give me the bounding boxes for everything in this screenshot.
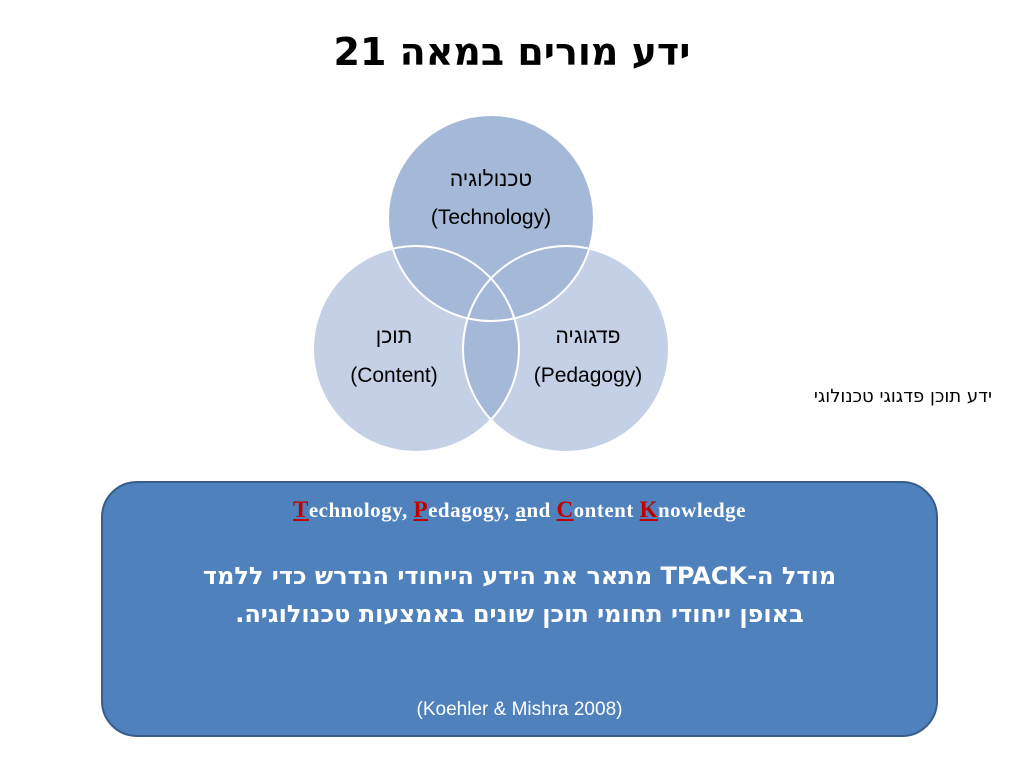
acronym-letter-a: a — [515, 498, 527, 522]
venn-diagram: טכנולוגיה (Technology) תוכן (Content) פד… — [312, 114, 670, 453]
technology-label-en: (Technology) — [431, 206, 551, 229]
description-line-1: מודל ה-TPACK מתאר את הידע הייחודי הנדרש … — [202, 562, 837, 590]
pedagogy-label-he: פדגוגיה — [556, 325, 621, 348]
tpack-acronym: Technology, Pedagogy, and Content Knowle… — [293, 497, 746, 522]
content-label-en: (Content) — [350, 364, 438, 387]
tpack-label: ידע תוכן פדגוגי טכנולוגי — [813, 386, 992, 407]
acronym-letter-t: T — [293, 497, 309, 522]
acronym-letter-k: K — [639, 497, 658, 522]
technology-label-he: טכנולוגיה — [450, 168, 532, 191]
content-label-he: תוכן — [376, 325, 412, 348]
tech-pedagogy-overlap — [463, 246, 594, 321]
slide-title: ידע מורים במאה 21 — [333, 30, 691, 74]
citation: (Koehler & Mishra 2008) — [416, 699, 623, 720]
tech-content-overlap — [388, 246, 519, 321]
acronym-letter-c: C — [556, 497, 574, 522]
tpack-description: מודל ה-TPACK מתאר את הידע הייחודי הנדרש … — [123, 557, 916, 633]
description-line-2: באופן ייחודי תחומי תוכן שונים באמצעות טכ… — [235, 600, 804, 628]
pedagogy-label-en: (Pedagogy) — [534, 364, 643, 387]
tpack-description-box: Technology, Pedagogy, and Content Knowle… — [101, 481, 938, 737]
acronym-letter-p: P — [413, 497, 429, 522]
